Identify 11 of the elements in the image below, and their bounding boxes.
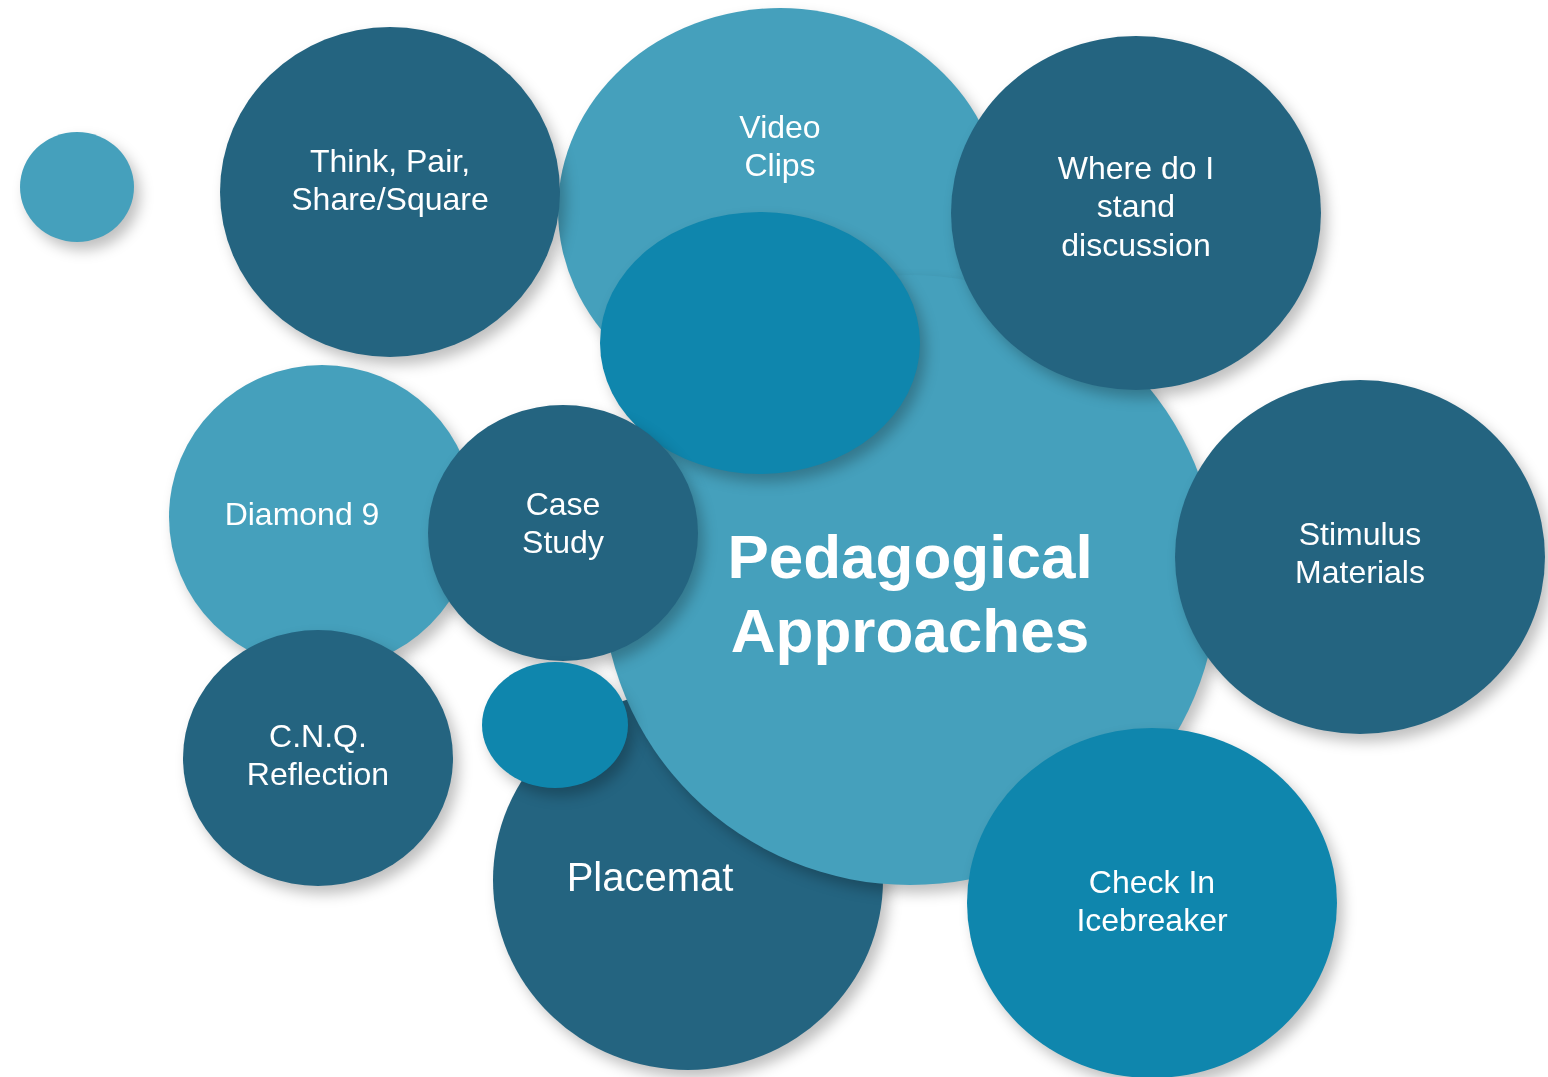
title-text: Pedagogical Approaches xyxy=(726,521,1094,668)
bubble-label: Placemat xyxy=(565,854,735,901)
bubble-label: Where do I stand discussion xyxy=(1056,149,1216,265)
bubble-label: Think, Pair, Share/Square xyxy=(290,142,490,219)
bubble-label: Video Clips xyxy=(738,108,822,185)
bubble-label: Stimulus Materials xyxy=(1294,515,1426,592)
bubble-label: Diamond 9 xyxy=(223,495,381,534)
bubble xyxy=(482,662,628,788)
bubble-label: Check In Icebreaker xyxy=(1075,863,1229,940)
bubble-label: C.N.Q. Reflection xyxy=(245,717,391,794)
bubble-label: Case Study xyxy=(521,485,605,562)
